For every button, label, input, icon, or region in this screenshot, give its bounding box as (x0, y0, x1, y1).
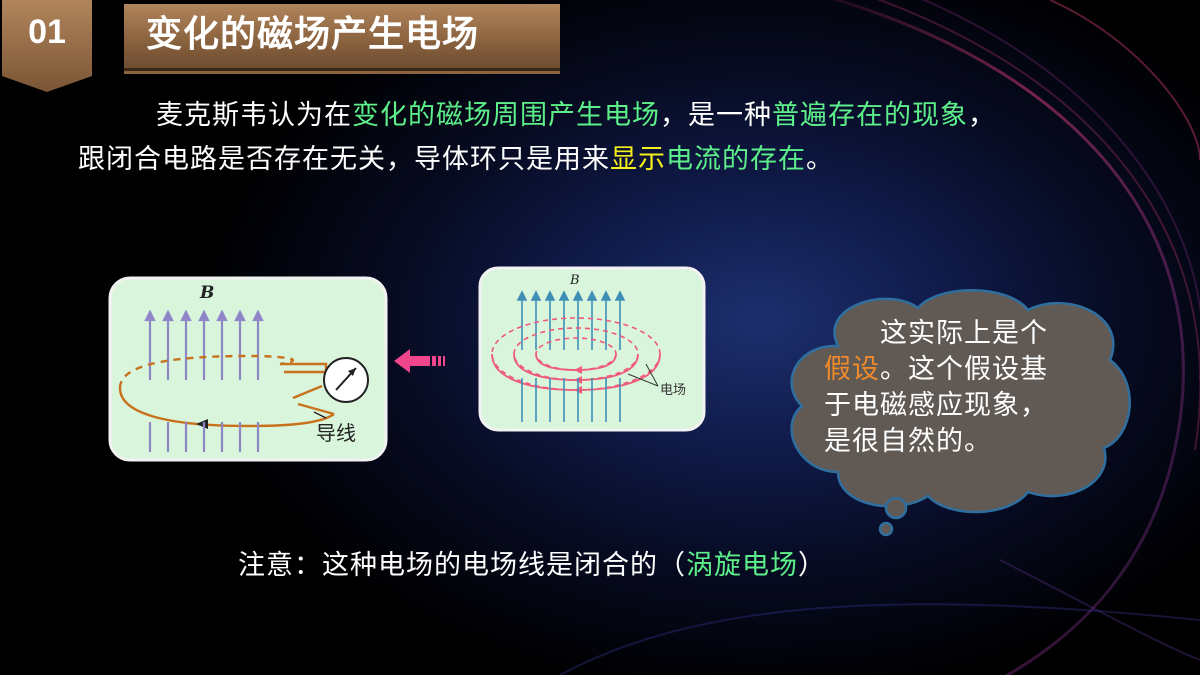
field-arrowhead (162, 309, 174, 322)
field-arrowhead (614, 290, 626, 301)
field-arrowhead (516, 290, 528, 301)
text-run: 显示 (610, 144, 666, 175)
figure-loop-with-galvanometer: B 导线 (108, 276, 388, 462)
title-bar: 变化的磁场产生电场 (124, 4, 560, 74)
thought-bubble-line: 假设。这个假设基 (824, 352, 1114, 388)
text-run: ） (798, 550, 826, 581)
text-run: 于电磁感应现象， (824, 390, 1048, 421)
field-arrowhead (198, 309, 210, 322)
efield-label: 电场 (660, 383, 686, 398)
field-arrowhead (180, 309, 192, 322)
text-run: 。 (806, 144, 834, 175)
section-badge (2, 0, 92, 92)
text-run: 涡旋电场 (686, 550, 798, 581)
note-line: 注意：这种电场的电场线是闭合的（涡旋电场） (238, 546, 826, 586)
slide-title: 变化的磁场产生电场 (146, 14, 480, 55)
text-run: 普遍存在的现象 (772, 100, 968, 131)
thought-bubble (790, 289, 1131, 537)
thought-bubble-line: 是很自然的。 (824, 424, 1114, 460)
field-arrowhead (234, 309, 246, 322)
text-run: ，是一种 (660, 100, 772, 131)
field-arrowhead (252, 309, 264, 322)
text-run: 假设 (824, 354, 880, 385)
text-run: 这实际上是个 (824, 318, 1048, 349)
paragraph-line-2: 跟闭合电路是否存在无关，导体环只是用来显示电流的存在。 (78, 140, 834, 180)
text-run: 麦克斯韦认为在 (156, 100, 352, 131)
figure-vortex-electric-field: B 电场 (478, 266, 706, 432)
field-label-b-left: B (199, 283, 214, 303)
text-run: 电流的存在 (666, 144, 806, 175)
field-arrowhead (530, 290, 542, 301)
text-run: 。这个假设基 (880, 354, 1048, 385)
field-arrowhead (558, 290, 570, 301)
field-arrowhead (544, 290, 556, 301)
field-arrowhead (572, 290, 584, 301)
text-run: 注意：这种电场的电场线是闭合的（ (238, 550, 686, 581)
text-run: 变化的磁场周围产生电场 (352, 100, 660, 131)
field-arrowhead (600, 290, 612, 301)
field-arrowhead (144, 309, 156, 322)
text-run: 是很自然的。 (824, 426, 992, 457)
left-arrow-icon (394, 349, 445, 373)
section-number: 01 (28, 13, 66, 51)
field-label-b-right: B (569, 273, 580, 288)
field-lines-upper (144, 309, 264, 380)
thought-bubble-line: 于电磁感应现象， (824, 388, 1114, 424)
field-lines-lower (148, 422, 260, 452)
wire-label: 导线 (316, 421, 356, 445)
text-run: 跟闭合电路是否存在无关，导体环只是用来 (78, 144, 610, 175)
field-arrowhead (216, 309, 228, 322)
thought-bubble-text: 这实际上是个假设。这个假设基于电磁感应现象，是很自然的。 (824, 316, 1114, 460)
field-arrowhead (586, 290, 598, 301)
text-run: ， (968, 100, 996, 131)
thought-bubble-line: 这实际上是个 (824, 316, 1114, 352)
paragraph-line-1: 麦克斯韦认为在变化的磁场周围产生电场，是一种普遍存在的现象， (156, 96, 996, 136)
